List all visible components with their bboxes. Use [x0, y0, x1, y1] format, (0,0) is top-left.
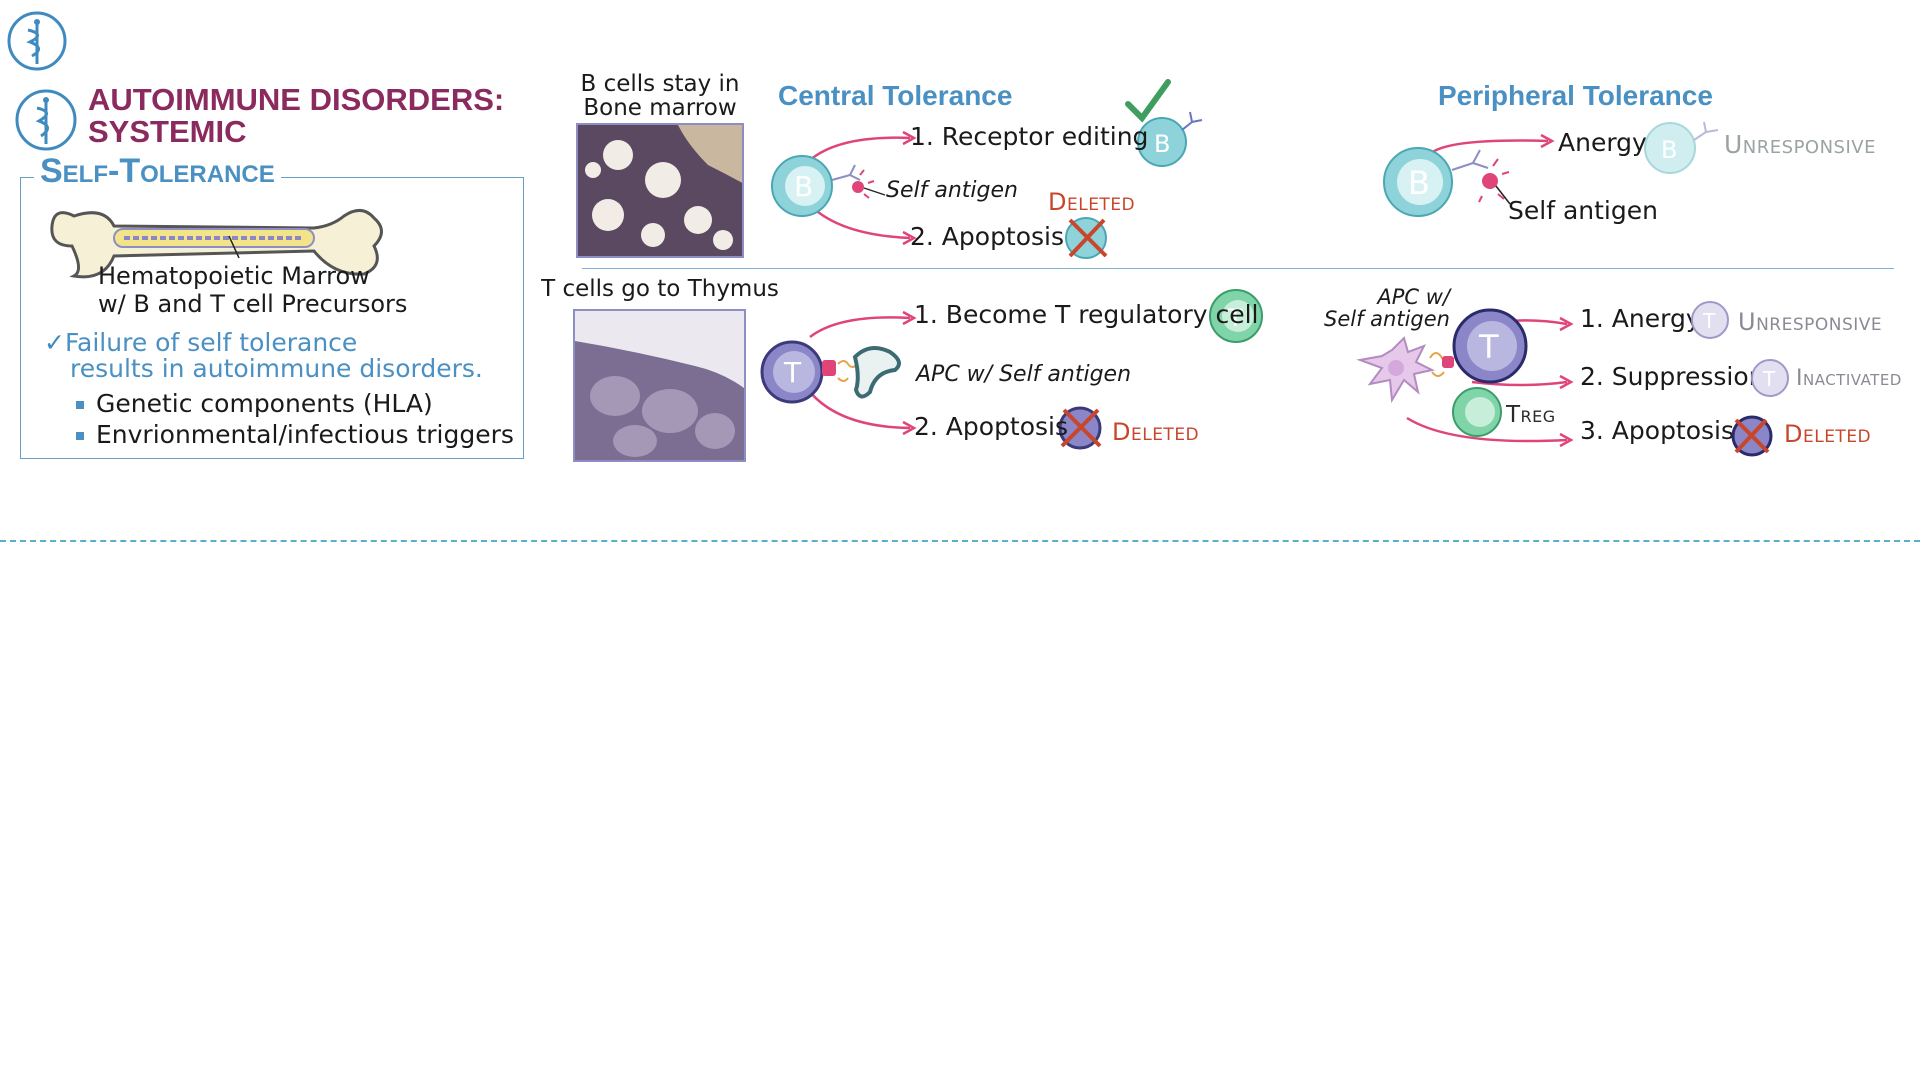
t-cell-icon: T: [760, 340, 824, 404]
bone-marrow-caption: B cells stay in Bone marrow: [580, 71, 740, 121]
anergic-t-cell-icon: T: [1691, 301, 1729, 339]
self-tolerance-title: Self-Tolerance: [34, 152, 281, 191]
t-cell-icon: T: [1452, 308, 1528, 384]
checkmark-icon: [1125, 79, 1171, 123]
treg-cell-icon: [1452, 387, 1502, 437]
deleted-b-cell-icon: [1065, 217, 1108, 259]
peripheral-t-unresponsive-label: Unresponsive: [1738, 308, 1883, 336]
peripheral-b-step1: Anergy: [1558, 128, 1647, 157]
svg-text:T: T: [1478, 328, 1499, 366]
peripheral-t-cell-diagram: T: [1356, 308, 1574, 448]
treg-label: Treg: [1506, 402, 1556, 428]
b-cell-icon: B: [1137, 111, 1203, 167]
central-b-antigen-label: Self antigen: [886, 178, 1018, 203]
bone-marrow-histology-image: [576, 123, 744, 258]
bullet-icon: [76, 432, 84, 440]
central-b-deleted-label: Deleted: [1048, 188, 1136, 216]
section-divider: [582, 268, 1894, 269]
caduceus-icon: [15, 89, 77, 151]
bone-label: Hematopoietic Marrow w/ B and T cell Pre…: [98, 262, 407, 318]
treg-cell-icon: T: [1209, 289, 1263, 343]
receptor-editing-check: [1124, 78, 1172, 131]
page-title-line2: SYSTEMIC: [88, 114, 247, 149]
list-item: Envrionmental/infectious triggers: [76, 419, 514, 450]
bone-illustration: [50, 209, 383, 279]
svg-text:T: T: [1762, 367, 1776, 391]
failure-line2: results in autoimmune disorders.: [70, 354, 483, 383]
inactivated-t-cell-icon: T: [1751, 359, 1789, 397]
svg-text:T: T: [783, 356, 802, 389]
b-cell-icon: B: [1644, 121, 1719, 174]
central-t-deleted-label: Deleted: [1112, 418, 1200, 446]
risk-factor-list: Genetic components (HLA) Envrionmental/i…: [76, 388, 514, 450]
central-b-step1: 1. Receptor editing: [910, 122, 1149, 151]
peripheral-t-step3: 3. Apoptosis: [1580, 416, 1735, 445]
svg-text:B: B: [1661, 136, 1677, 164]
peripheral-tolerance-title: Peripheral Tolerance: [1438, 80, 1713, 111]
dashed-divider: [0, 540, 1920, 542]
deleted-t-cell-icon: [1731, 415, 1773, 457]
central-tolerance-title: Central Tolerance: [778, 80, 1013, 111]
caduceus-icon: [7, 11, 67, 71]
svg-text:B: B: [1408, 164, 1430, 202]
peripheral-t-inactivated-label: Inactivated: [1796, 366, 1902, 391]
thymus-histology-image: [573, 309, 746, 462]
treg-cell: T: [1208, 288, 1264, 349]
peripheral-b-unresponsive-label: Unresponsive: [1724, 130, 1876, 159]
bone-label-line1: Hematopoietic Marrow: [98, 262, 370, 290]
peripheral-t-step1: 1. Anergy: [1580, 304, 1701, 333]
svg-text:T: T: [1702, 309, 1716, 333]
svg-text:B: B: [794, 170, 813, 203]
apc-dendritic-cell-icon: [1356, 336, 1435, 404]
central-t-step1: 1. Become T regulatory cell: [914, 300, 1259, 329]
peripheral-t-step2: 2. Suppression: [1580, 362, 1765, 391]
anergic-b-cell: B: [1640, 118, 1724, 183]
edited-b-cell: B: [1134, 108, 1204, 173]
peripheral-apc-label: APC w/ Self antigen: [1324, 285, 1450, 331]
central-b-step2: 2. Apoptosis: [910, 222, 1065, 251]
b-cell-icon: B: [771, 155, 833, 217]
failure-statement: ✓Failure of self tolerance results in au…: [44, 330, 483, 382]
peripheral-b-cell-diagram: B: [1383, 133, 1555, 217]
central-t-cell-diagram: T: [760, 310, 1102, 450]
svg-text:B: B: [1154, 130, 1170, 158]
svg-text:T: T: [1227, 304, 1243, 332]
bullet-icon: [76, 401, 84, 409]
list-item: Genetic components (HLA): [76, 388, 514, 419]
checkmark-icon: ✓: [44, 328, 65, 357]
central-t-apc-label: APC w/ Self antigen: [916, 362, 1132, 387]
deleted-t-cell-icon: [1058, 406, 1102, 450]
failure-line1: Failure of self tolerance: [64, 328, 358, 357]
page-title-line1: AUTOIMMUNE DISORDERS:: [88, 82, 505, 117]
bone-label-line2: w/ B and T cell Precursors: [98, 290, 408, 318]
central-t-step2: 2. Apoptosis: [914, 412, 1069, 441]
title-logo: [14, 88, 78, 152]
peripheral-b-antigen-label: Self antigen: [1508, 196, 1658, 225]
page-title: AUTOIMMUNE DISORDERS: SYSTEMIC: [88, 84, 504, 148]
corner-logo: [6, 10, 68, 72]
peripheral-t-deleted-label: Deleted: [1784, 420, 1872, 448]
central-b-cell-diagram: B: [771, 130, 1108, 259]
thymus-caption: T cells go to Thymus: [541, 276, 779, 302]
b-cell-icon: B: [1383, 147, 1453, 217]
